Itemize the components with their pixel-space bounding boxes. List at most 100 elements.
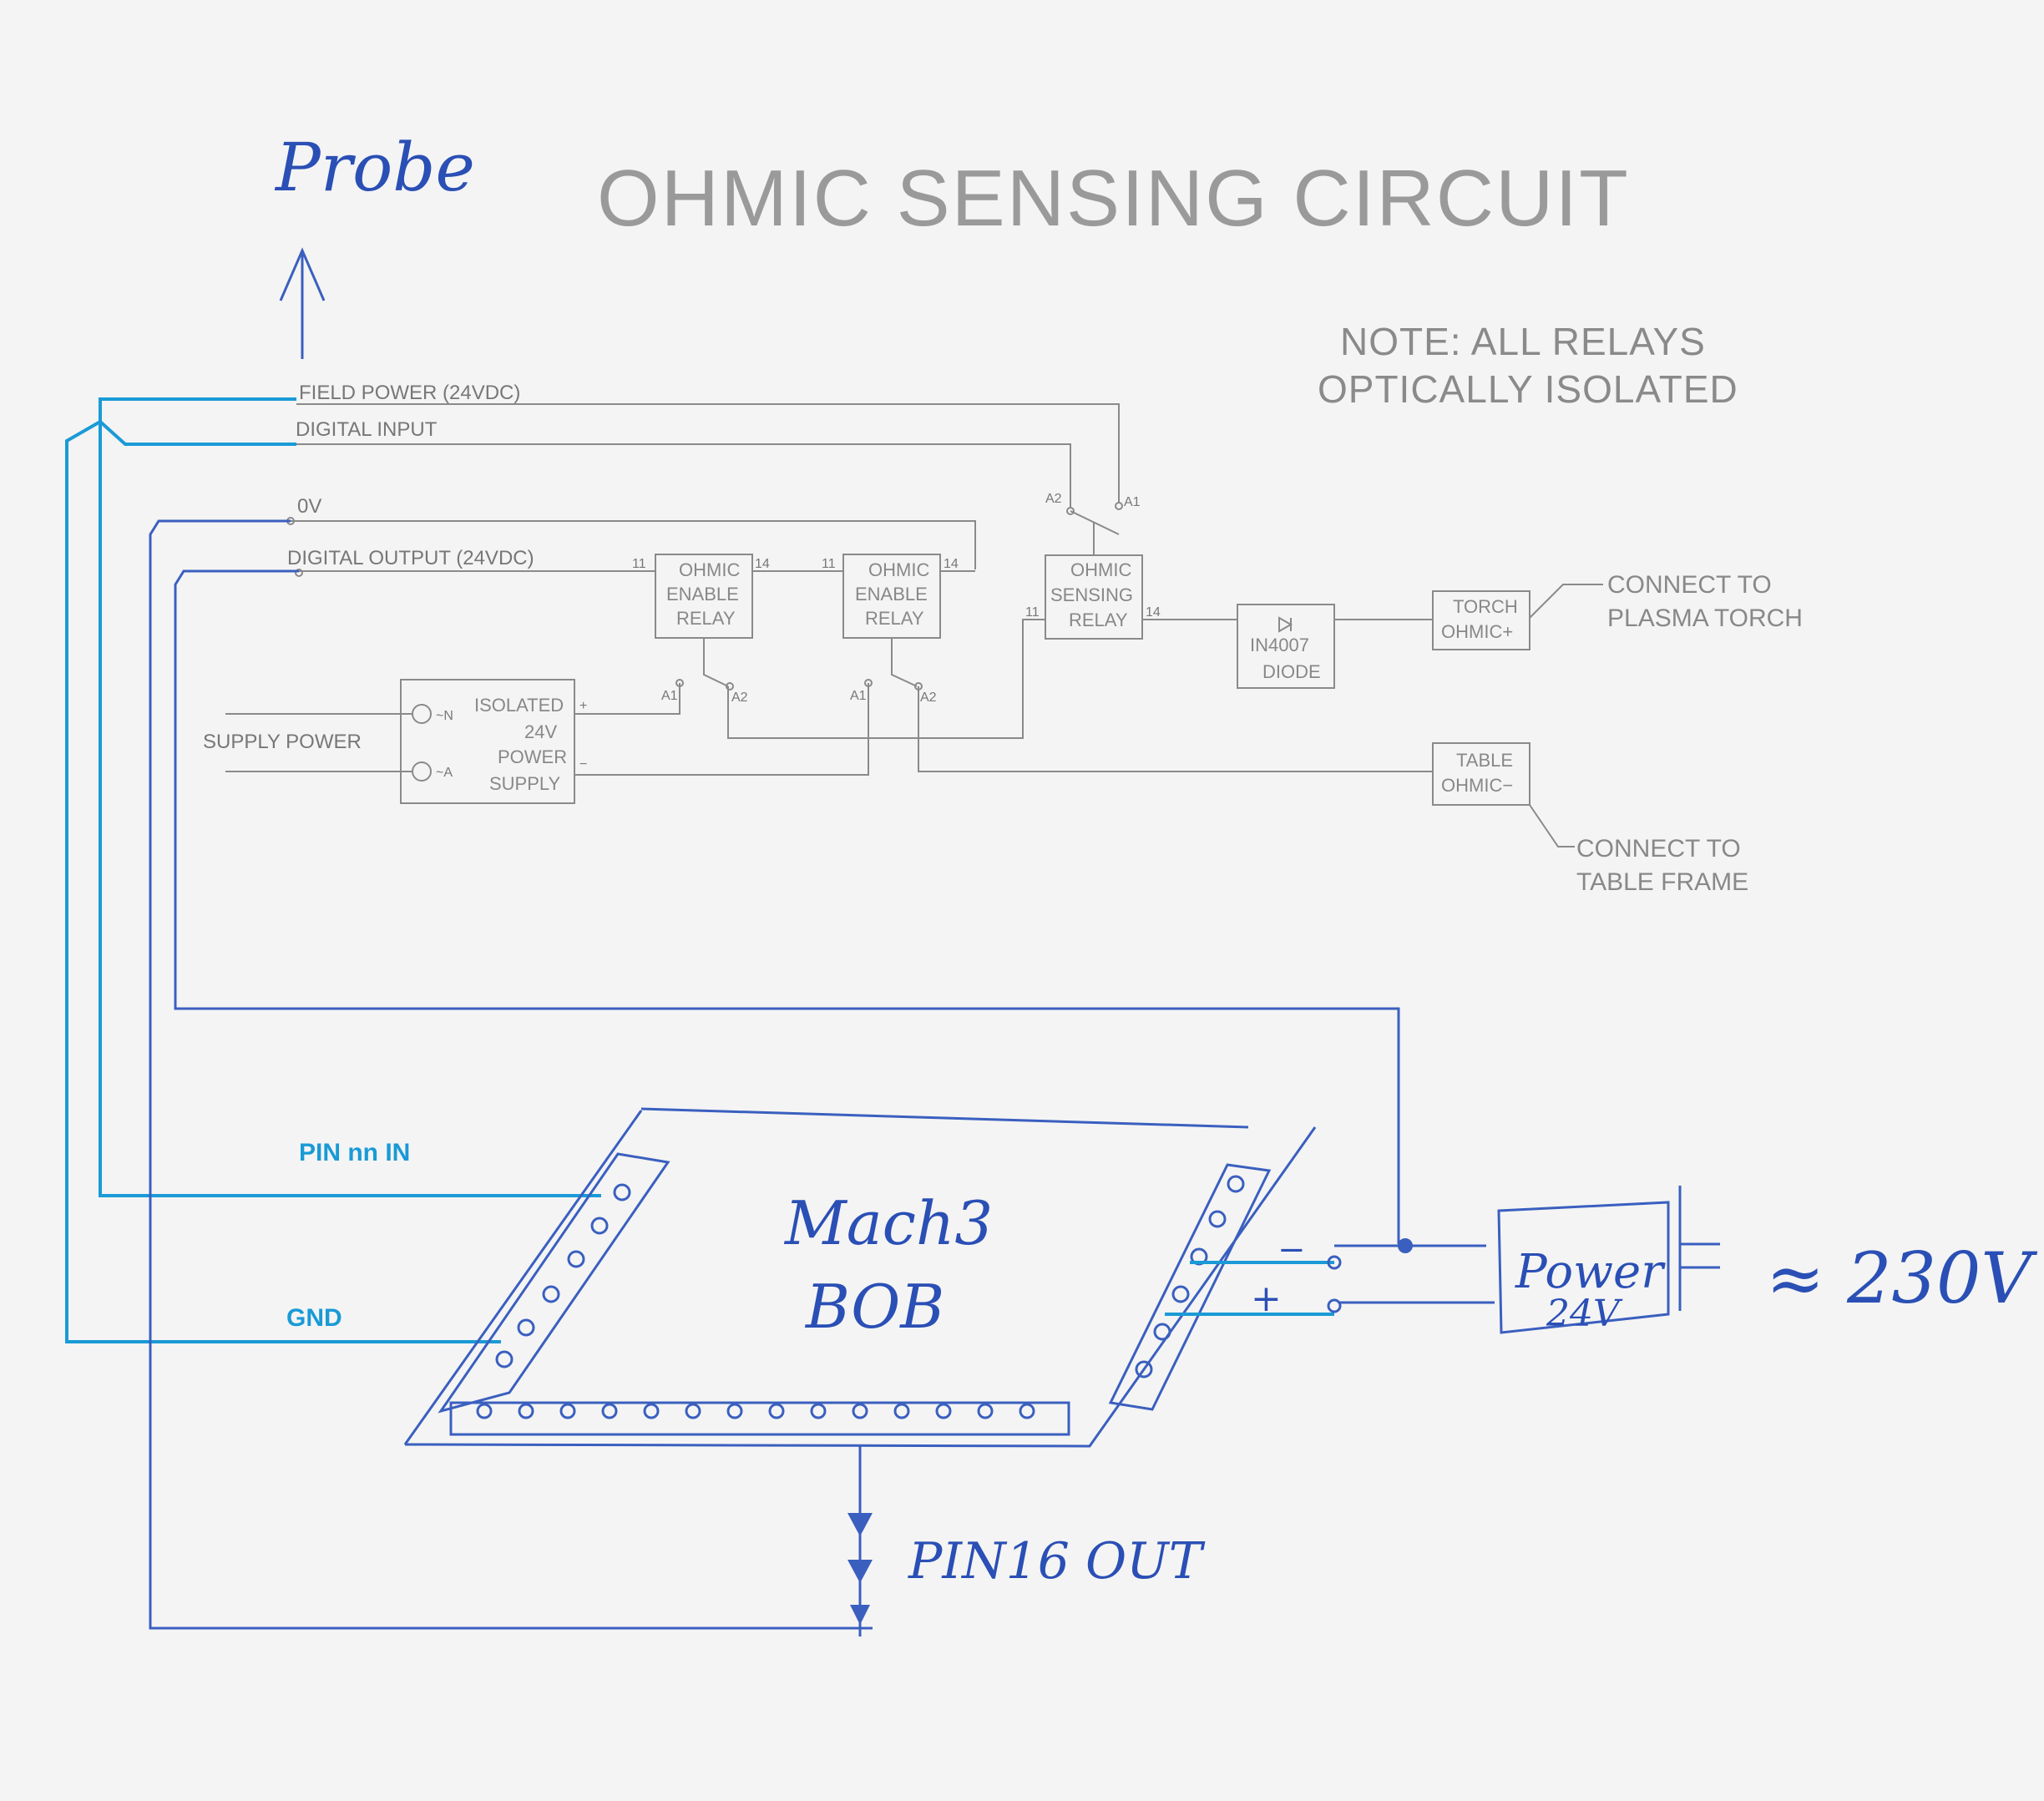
psu-l4: SUPPLY <box>489 773 561 794</box>
diode-l2: DIODE <box>1262 661 1321 682</box>
relay1-l2: ENABLE <box>666 584 739 605</box>
note-line-1: NOTE: ALL RELAYS <box>1340 320 1706 363</box>
diode-l1: IN4007 <box>1250 635 1309 655</box>
table-l1: TABLE <box>1456 750 1513 771</box>
connect-torch-l2: PLASMA TORCH <box>1607 605 1803 632</box>
psu-plus-wire <box>574 683 680 715</box>
psu-minus-wire <box>574 683 869 776</box>
field-power-wire <box>296 403 1120 503</box>
relay3-pin-14: 14 <box>1146 605 1161 620</box>
probe-label: Probe <box>274 129 475 206</box>
relay2-pin-11: 11 <box>822 557 836 571</box>
probe-arrow <box>279 247 326 359</box>
bob-label: BOB <box>804 1272 944 1342</box>
bob-board-outline <box>403 1107 1317 1448</box>
zero-v-return-wire <box>149 519 873 1630</box>
sense-switch-pin-a1 <box>1115 502 1123 510</box>
relay2-to-table-wire <box>918 686 1433 772</box>
digital-output-bob-wire <box>174 569 1400 1244</box>
relay3-l2: SENSING <box>1050 584 1133 605</box>
mains-label: ≈ 230V <box>1766 1237 2037 1319</box>
torch-l1: TORCH <box>1453 596 1518 617</box>
connect-table-l1: CONNECT TO <box>1576 835 1741 863</box>
psu-l3: POWER <box>498 746 567 767</box>
zero-v-wire <box>291 520 976 569</box>
ohmic-sensing-relay <box>1045 554 1143 640</box>
sense-a1-label: A1 <box>1124 495 1141 509</box>
isolated-power-supply <box>400 679 575 804</box>
relay2-pin-14: 14 <box>944 557 959 571</box>
zero-v-label: 0V <box>297 495 321 518</box>
note-line-2: OPTICALLY ISOLATED <box>1318 367 1738 411</box>
plus-sign: + <box>1251 1277 1282 1320</box>
relay1-switch <box>703 638 729 687</box>
digital-input-wire <box>296 443 1071 508</box>
mach3-label: Mach3 <box>783 1188 993 1258</box>
relay1-l3: RELAY <box>676 608 736 629</box>
field-power-label: FIELD POWER (24VDC) <box>299 382 520 404</box>
table-leader <box>1529 804 1575 847</box>
relay1-pin-11: 11 <box>632 557 646 571</box>
torch-l2: OHMIC+ <box>1441 621 1513 642</box>
relay2-l3: RELAY <box>865 608 924 629</box>
gnd-label: GND <box>286 1304 342 1332</box>
digital-output-terminal <box>295 569 303 577</box>
connect-torch-l1: CONNECT TO <box>1607 571 1772 599</box>
diode-symbol <box>1278 616 1293 633</box>
digital-input-gnd-wire <box>65 419 501 1343</box>
relay2-l1: OHMIC <box>868 559 929 580</box>
relay3-pin-11: 11 <box>1025 605 1040 620</box>
relay3-l1: OHMIC <box>1070 559 1131 580</box>
sense-a2-label: A2 <box>1045 492 1062 506</box>
psu-minus-label: − <box>579 757 587 771</box>
relay1-l1: OHMIC <box>679 559 740 580</box>
torch-leader <box>1529 584 1603 619</box>
digital-output-label: DIGITAL OUTPUT (24VDC) <box>287 547 534 569</box>
relay1-pin-14: 14 <box>755 557 770 571</box>
power-plus-terminal <box>1327 1298 1342 1313</box>
relay3-l3: RELAY <box>1069 610 1128 630</box>
relay1-a1-label: A1 <box>661 689 678 703</box>
sense-switch-lever <box>1070 510 1120 555</box>
minus-sign: − <box>1278 1231 1306 1269</box>
psu-l2: 24V <box>524 721 557 742</box>
power-minus-terminal <box>1327 1255 1342 1270</box>
pin-nn-in-label: PIN nn IN <box>299 1139 410 1166</box>
sense-switch-pin-a2 <box>1066 507 1075 515</box>
table-l2: OHMIC− <box>1441 775 1513 796</box>
supply-power-wires <box>225 713 412 772</box>
psu-n-label: ~N <box>436 709 453 723</box>
diagram-title: OHMIC SENSING CIRCUIT <box>597 154 1630 243</box>
psu-n-terminal <box>412 704 432 724</box>
bob-right-connector <box>1108 1163 1272 1411</box>
relay2-a1-label: A1 <box>850 689 867 703</box>
power-label: Power <box>1515 1245 1666 1299</box>
psu-a-label: ~A <box>436 766 453 780</box>
power-leads <box>1334 1244 1495 1304</box>
power-24v-box <box>1497 1201 1670 1334</box>
psu-plus-label: + <box>579 699 587 713</box>
relay2-switch <box>891 638 918 687</box>
psu-a-terminal <box>412 761 432 782</box>
pin16-label: PIN16 OUT <box>908 1532 1206 1591</box>
mains-connector <box>1678 1186 1720 1311</box>
bob-bottom-connector <box>449 1401 1070 1436</box>
diode-box <box>1237 604 1335 689</box>
field-power-pin-in-wire <box>99 397 601 1197</box>
digital-input-label: DIGITAL INPUT <box>296 418 438 441</box>
sense-in-wire <box>727 619 1045 739</box>
torch-ohmic-box <box>1432 590 1530 650</box>
pin16-arrows-icon <box>847 1513 873 1625</box>
psu-l1: ISOLATED <box>474 695 564 716</box>
table-ohmic-box <box>1432 742 1530 806</box>
connect-table-l2: TABLE FRAME <box>1576 868 1748 896</box>
bob-pin-holes <box>476 1175 1245 1419</box>
relay2-l2: ENABLE <box>855 584 928 605</box>
relay1-a2-label: A2 <box>731 691 748 705</box>
relay1-a2-pin <box>726 682 734 691</box>
relay2-a2-label: A2 <box>920 691 937 705</box>
bob-left-connector <box>438 1152 670 1414</box>
supply-power-label: SUPPLY POWER <box>203 731 362 753</box>
